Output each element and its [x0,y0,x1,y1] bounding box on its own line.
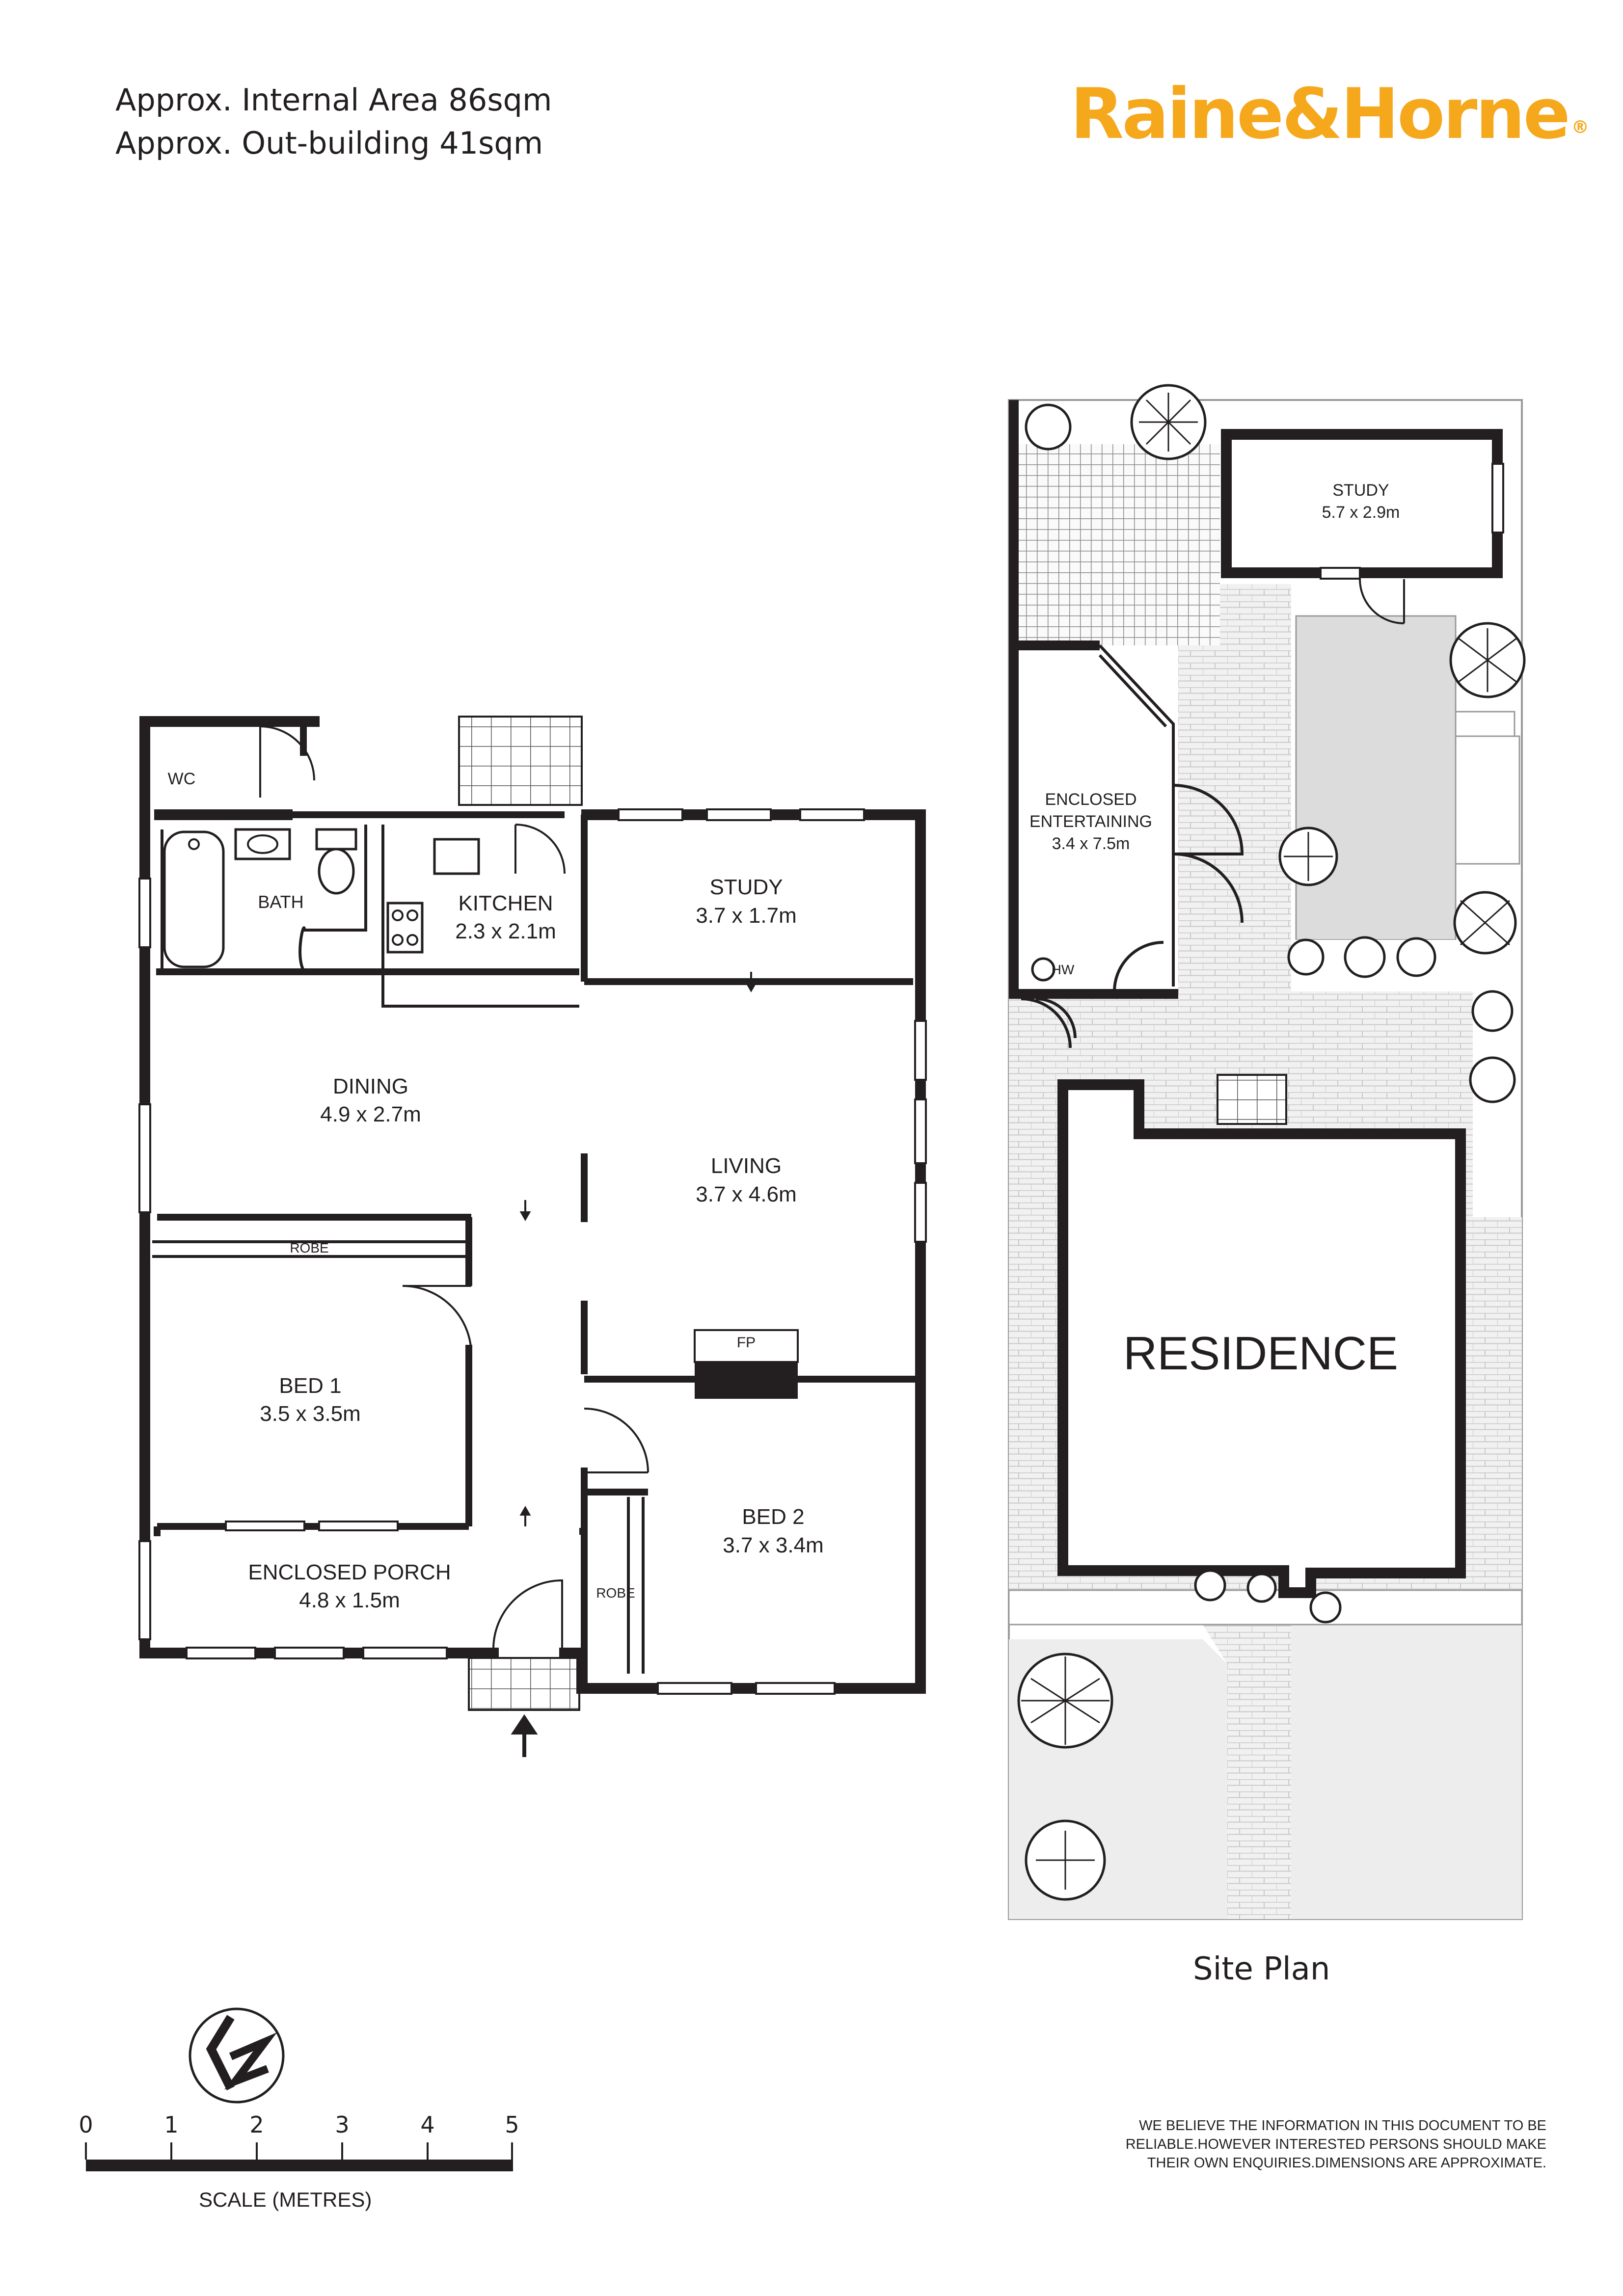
tree-icons [1017,384,1526,1901]
shrub-icon [1287,938,1325,976]
kitchen-sink [433,838,480,875]
rear-deck [1009,444,1220,645]
disclaimer-line-1: WE BELIEVE THE INFORMATION IN THIS DOCUM… [1139,2118,1546,2134]
shrub-icon [1025,403,1072,451]
shrub-icon [1309,1591,1342,1624]
porch-label: ENCLOSED PORCH [248,1560,451,1584]
dining-label: DINING [333,1074,408,1098]
shrub-icon [1194,1569,1226,1602]
scale-tick-1: 1 [164,2111,178,2138]
front-lawn-right [1291,1625,1522,1919]
scale-tick-4: 4 [420,2111,434,2138]
entertaining-walls [1009,400,1178,999]
site-study-dims: 5.7 x 2.9m [1322,503,1400,522]
shrub-icon [1344,936,1386,978]
fireplace-chimney [695,1362,798,1399]
floor-plan: WC BATH KITCHEN 2.3 x 2.1m STUDY 3.7 x 1… [138,716,927,1757]
kitchen-dims: 2.3 x 2.1m [455,919,556,943]
entertaining-label-2: ENTERTAINING [1029,812,1152,831]
kitchen-label: KITCHEN [458,891,553,915]
robe1-label: ROBE [290,1240,328,1255]
doors [259,725,649,1650]
scale-tick-2: 2 [249,2111,264,2138]
study-label: STUDY [709,875,783,899]
internal-area-text: Approx. Internal Area 86sqm [115,82,552,118]
site-plan: STUDY 5.7 x 2.9m ENCLOSED ENTERTAINING 3… [1008,384,1526,1920]
brand-logo: Raine&Horne® [1070,74,1589,155]
residence-label: RESIDENCE [1123,1327,1398,1380]
rear-steps [458,716,583,806]
pool [1295,615,1457,941]
entry-arrow-icon [511,1714,538,1757]
hot-water-unit [1031,957,1055,982]
outbuilding-area-text: Approx. Out-building 41sqm [115,125,543,161]
area-summary: Approx. Internal Area 86sqm Approx. Out-… [115,79,552,165]
porch-dims: 4.8 x 1.5m [299,1588,400,1612]
scale-tick-5: 5 [505,2111,519,2138]
basin [234,828,291,860]
registered-mark: ® [1571,117,1589,137]
bathtub [163,830,225,968]
garden-box [1455,735,1520,865]
dining-dims: 4.9 x 2.7m [320,1102,421,1126]
front-path [1203,1625,1291,1919]
shrub-icon [1396,937,1436,977]
living-dims: 3.7 x 4.6m [696,1182,796,1206]
slide-markers [519,972,757,1526]
disclaimer-line-3: THEIR OWN ENQUIRIES.DIMENSIONS ARE APPRO… [1147,2155,1546,2171]
rear-paving [1178,584,1291,991]
bed1-dims: 3.5 x 3.5m [260,1402,360,1426]
bath-label: BATH [258,892,303,912]
scale-tick-3: 3 [335,2111,349,2138]
fp-label: FP [737,1335,756,1351]
hw-label: HW [1052,962,1075,977]
shrub-icon [1469,1056,1516,1103]
brand-name: Raine&Horne [1070,74,1570,155]
fixture-lines [152,825,645,1674]
bed2-label: BED 2 [742,1505,804,1529]
north-arrow-icon [189,2007,285,2104]
interior-walls [154,721,920,1688]
scale-bar: 0 1 2 3 4 5 [79,2111,519,2171]
site-plan-title: Site Plan [1193,1951,1330,1987]
shrub-icon [1471,990,1514,1032]
disclaimer: WE BELIEVE THE INFORMATION IN THIS DOCUM… [1124,2116,1546,2172]
scale-label: SCALE (METRES) [199,2188,372,2211]
windows [138,808,927,1695]
entertaining-label-1: ENCLOSED [1045,790,1136,809]
living-label: LIVING [711,1154,782,1178]
residence-rear-steps [1217,1074,1287,1125]
scale-tick-0: 0 [79,2111,93,2138]
bed1-label: BED 1 [279,1374,341,1398]
entertaining-dims: 3.4 x 7.5m [1052,834,1130,853]
study-dims: 3.7 x 1.7m [696,904,796,928]
wc-label: WC [168,770,196,788]
disclaimer-line-2: RELIABLE.HOWEVER INTERESTED PERSONS SHOU… [1125,2136,1546,2152]
cooktop [386,902,424,954]
toilet [315,828,357,851]
site-study-label: STUDY [1332,481,1389,500]
bed2-dims: 3.7 x 3.4m [723,1533,823,1557]
front-steps [468,1657,580,1711]
robe2-label: ROBE [596,1585,635,1601]
shrub-icon [1246,1573,1277,1603]
